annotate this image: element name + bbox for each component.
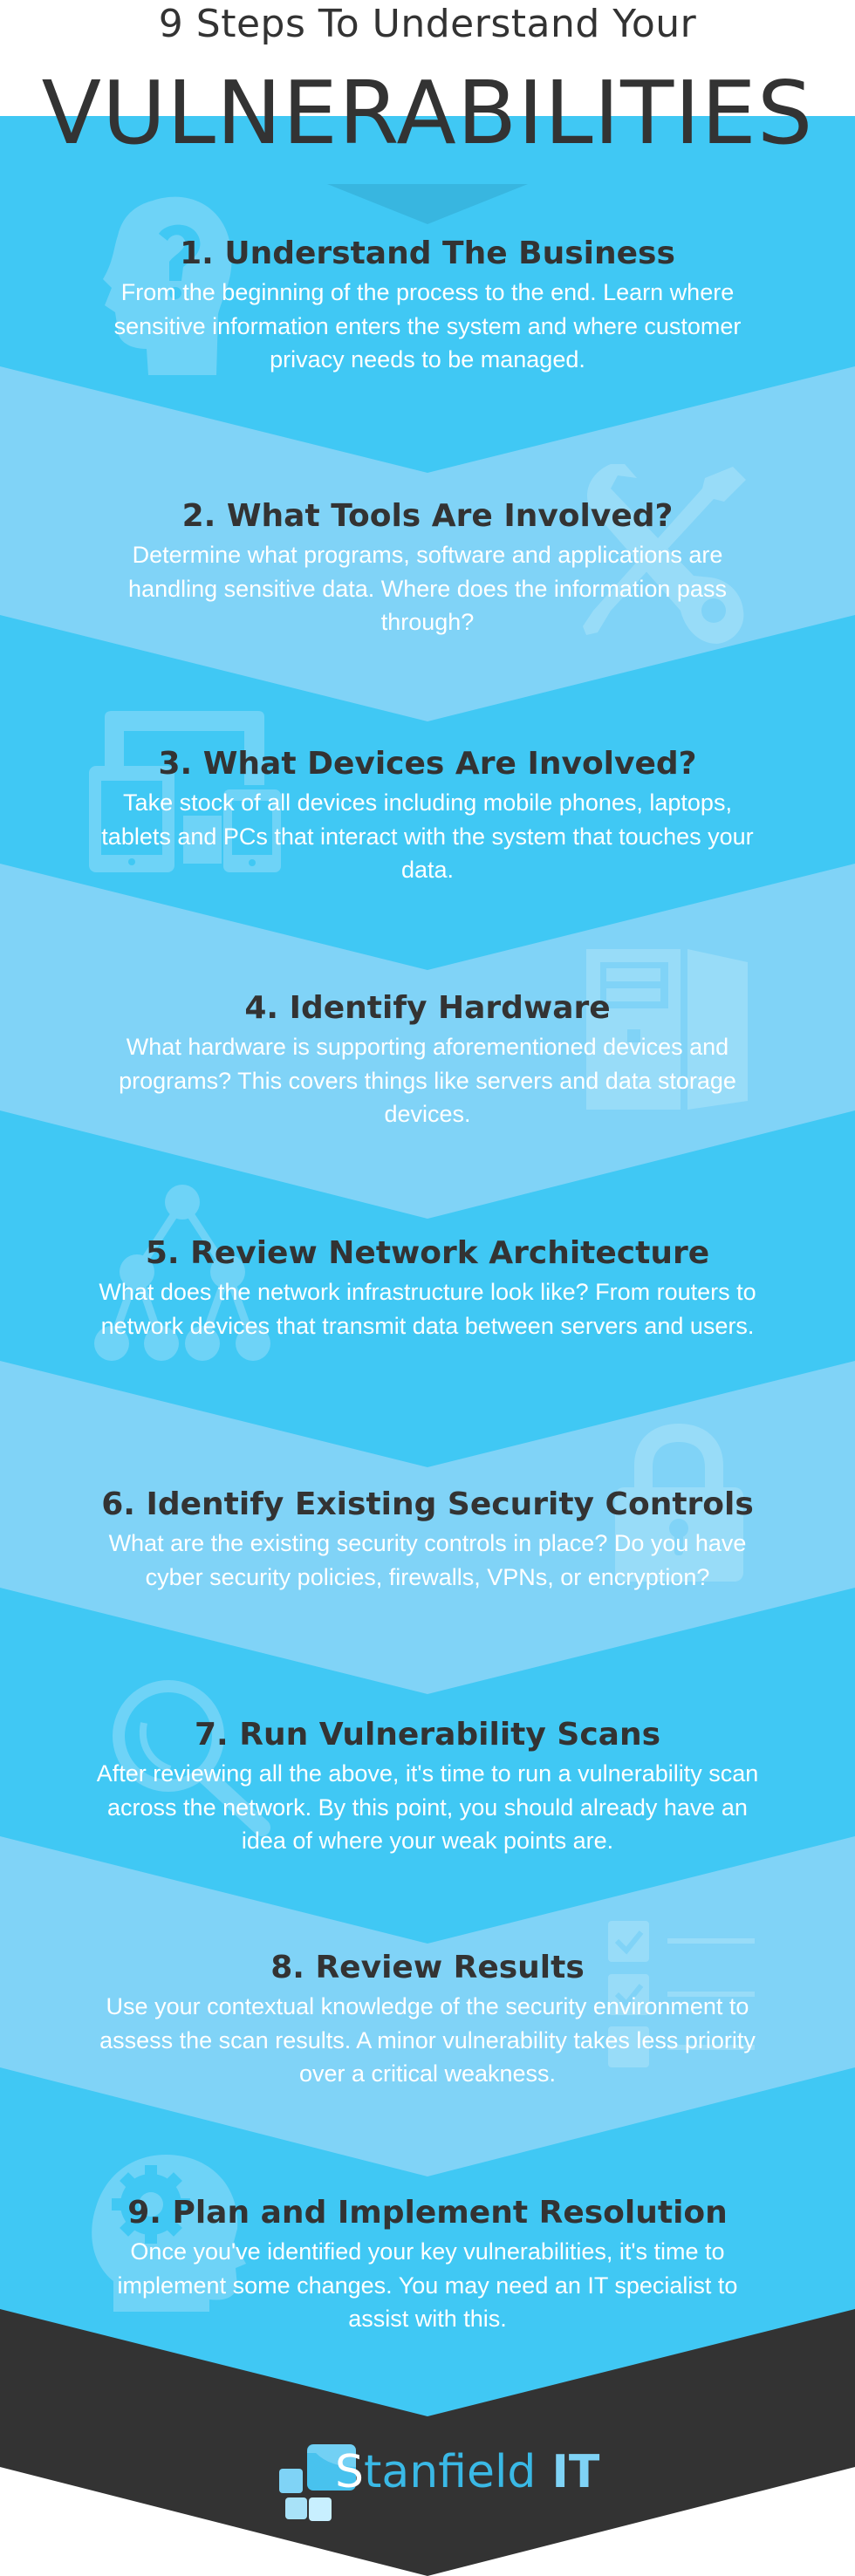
band-4: [0, 829, 855, 1219]
step-body: Determine what programs, software and ap…: [128, 542, 727, 635]
step-body: What are the existing security controls …: [108, 1530, 747, 1590]
logo-squares-icon: [279, 2444, 356, 2521]
step-6: 6. Identify Existing Security Controls W…: [52, 1485, 803, 1594]
step-5: 5. Review Network Architecture What does…: [52, 1233, 803, 1343]
step-3: 3. What Devices Are Involved? Take stock…: [52, 744, 803, 887]
band-2: [0, 331, 855, 721]
header-subtitle: 9 Steps To Understand Your: [158, 2, 697, 46]
server-icon: [586, 949, 748, 1110]
logo-text-it: IT: [536, 2446, 600, 2498]
step-title: 4. Identify Hardware: [244, 990, 611, 1026]
checklist-icon: [608, 1921, 755, 2067]
step-body: What does the network infrastructure loo…: [99, 1279, 756, 1339]
step-body: Use your contextual knowledge of the sec…: [99, 1993, 756, 2087]
step-title: 6. Identify Existing Security Controls: [101, 1486, 754, 1522]
magnifier-icon: [113, 1680, 270, 1836]
step-title: 7. Run Vulnerability Scans: [194, 1717, 661, 1753]
step-title: 2. What Tools Are Involved?: [181, 498, 674, 534]
step-8: 8. Review Results Use your contextual kn…: [52, 1948, 803, 2091]
step-body: Once you've identified your key vulnerab…: [117, 2238, 738, 2332]
step-title: 9. Plan and Implement Resolution: [127, 2195, 728, 2231]
step-1: 1. Understand The Business From the begi…: [52, 234, 803, 377]
step-7: 7. Run Vulnerability Scans After reviewi…: [52, 1715, 803, 1858]
step-title: 1. Understand The Business: [180, 236, 675, 271]
stanfield-it-logo: Stanfield IT: [277, 2441, 599, 2525]
step-9: 9. Plan and Implement Resolution Once yo…: [52, 2193, 803, 2336]
band-9: [0, 2033, 855, 2416]
step-title: 3. What Devices Are Involved?: [158, 746, 697, 782]
step-body: From the beginning of the process to the…: [113, 279, 742, 372]
band-7: [0, 1553, 855, 1944]
logo-text-tanfield: tanfield: [364, 2446, 537, 2498]
head-gear-icon: [92, 2155, 247, 2312]
network-icon: [94, 1185, 270, 1361]
step-4: 4. Identify Hardware What hardware is su…: [52, 988, 803, 1131]
step-title: 5. Review Network Architecture: [145, 1235, 710, 1271]
step-2: 2. What Tools Are Involved? Determine wh…: [52, 496, 803, 639]
header-title: VULNERABILITIES: [41, 62, 814, 164]
padlock-icon: [615, 1424, 743, 1582]
step-body: After reviewing all the above, it's time…: [96, 1760, 759, 1854]
band-5: [0, 1073, 855, 1467]
logo-wordmark: Stanfield IT: [335, 2446, 599, 2498]
head-question-icon: [103, 196, 232, 375]
wrench-screwdriver-icon: [583, 464, 746, 644]
logo-letter-s: S: [335, 2446, 365, 2498]
step-title: 8. Review Results: [270, 1950, 585, 1985]
band-1: [0, 116, 855, 473]
devices-icon: [89, 711, 281, 872]
top-chevron-marker: [327, 184, 528, 224]
band-3: [0, 576, 855, 970]
step-body: Take stock of all devices including mobi…: [101, 789, 754, 883]
step-body: What hardware is supporting aforemention…: [119, 1034, 736, 1127]
